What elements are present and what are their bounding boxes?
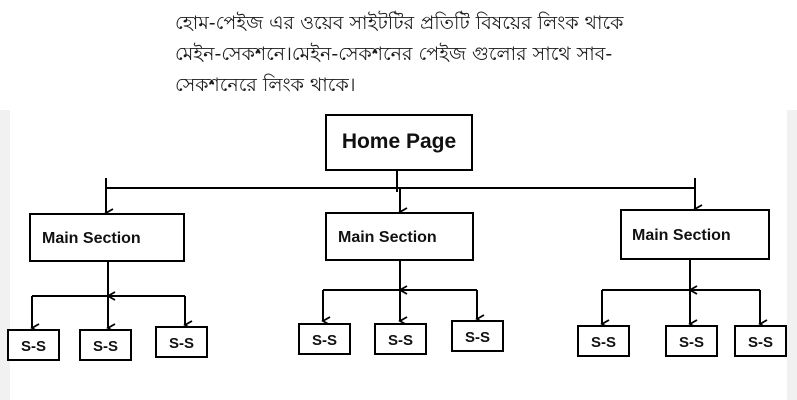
home-page-node: Home Page <box>325 114 473 171</box>
sub-section-node: S-S <box>665 325 718 357</box>
main-section-label: Main Section <box>42 230 141 247</box>
sub-section-label: S-S <box>679 334 704 351</box>
home-page-label: Home Page <box>342 130 456 153</box>
main-section-label: Main Section <box>632 227 731 244</box>
right-margin-bar <box>787 110 797 400</box>
root-connectors <box>104 170 703 218</box>
sub-section-node: S-S <box>734 325 787 357</box>
main-section-node: Main Section <box>325 212 474 261</box>
sub-section-label: S-S <box>748 334 773 351</box>
main-section-label: Main Section <box>338 229 437 246</box>
main-section-node: Main Section <box>620 209 770 260</box>
section-connectors <box>600 259 768 329</box>
sub-section-node: S-S <box>451 320 504 352</box>
section-connectors <box>321 260 485 326</box>
sub-section-node: S-S <box>7 329 60 361</box>
sub-section-node: S-S <box>374 323 427 355</box>
main-section-node: Main Section <box>29 213 185 262</box>
sub-section-node: S-S <box>577 325 630 357</box>
sub-section-node: S-S <box>79 329 132 361</box>
sub-section-node: S-S <box>155 326 208 358</box>
sub-section-label: S-S <box>312 332 337 349</box>
description-paragraph: হোম-পেইজ এর ওয়েব সাইটটির প্রতিটি বিষয়ে… <box>175 12 624 96</box>
sub-section-label: S-S <box>21 338 46 355</box>
sub-section-label: S-S <box>465 329 490 346</box>
sub-section-label: S-S <box>388 332 413 349</box>
sub-section-label: S-S <box>591 334 616 351</box>
sub-section-label: S-S <box>169 335 194 352</box>
left-margin-bar <box>0 110 10 400</box>
sub-section-label: S-S <box>93 338 118 355</box>
section-connectors <box>30 261 193 333</box>
sub-section-node: S-S <box>298 323 351 355</box>
